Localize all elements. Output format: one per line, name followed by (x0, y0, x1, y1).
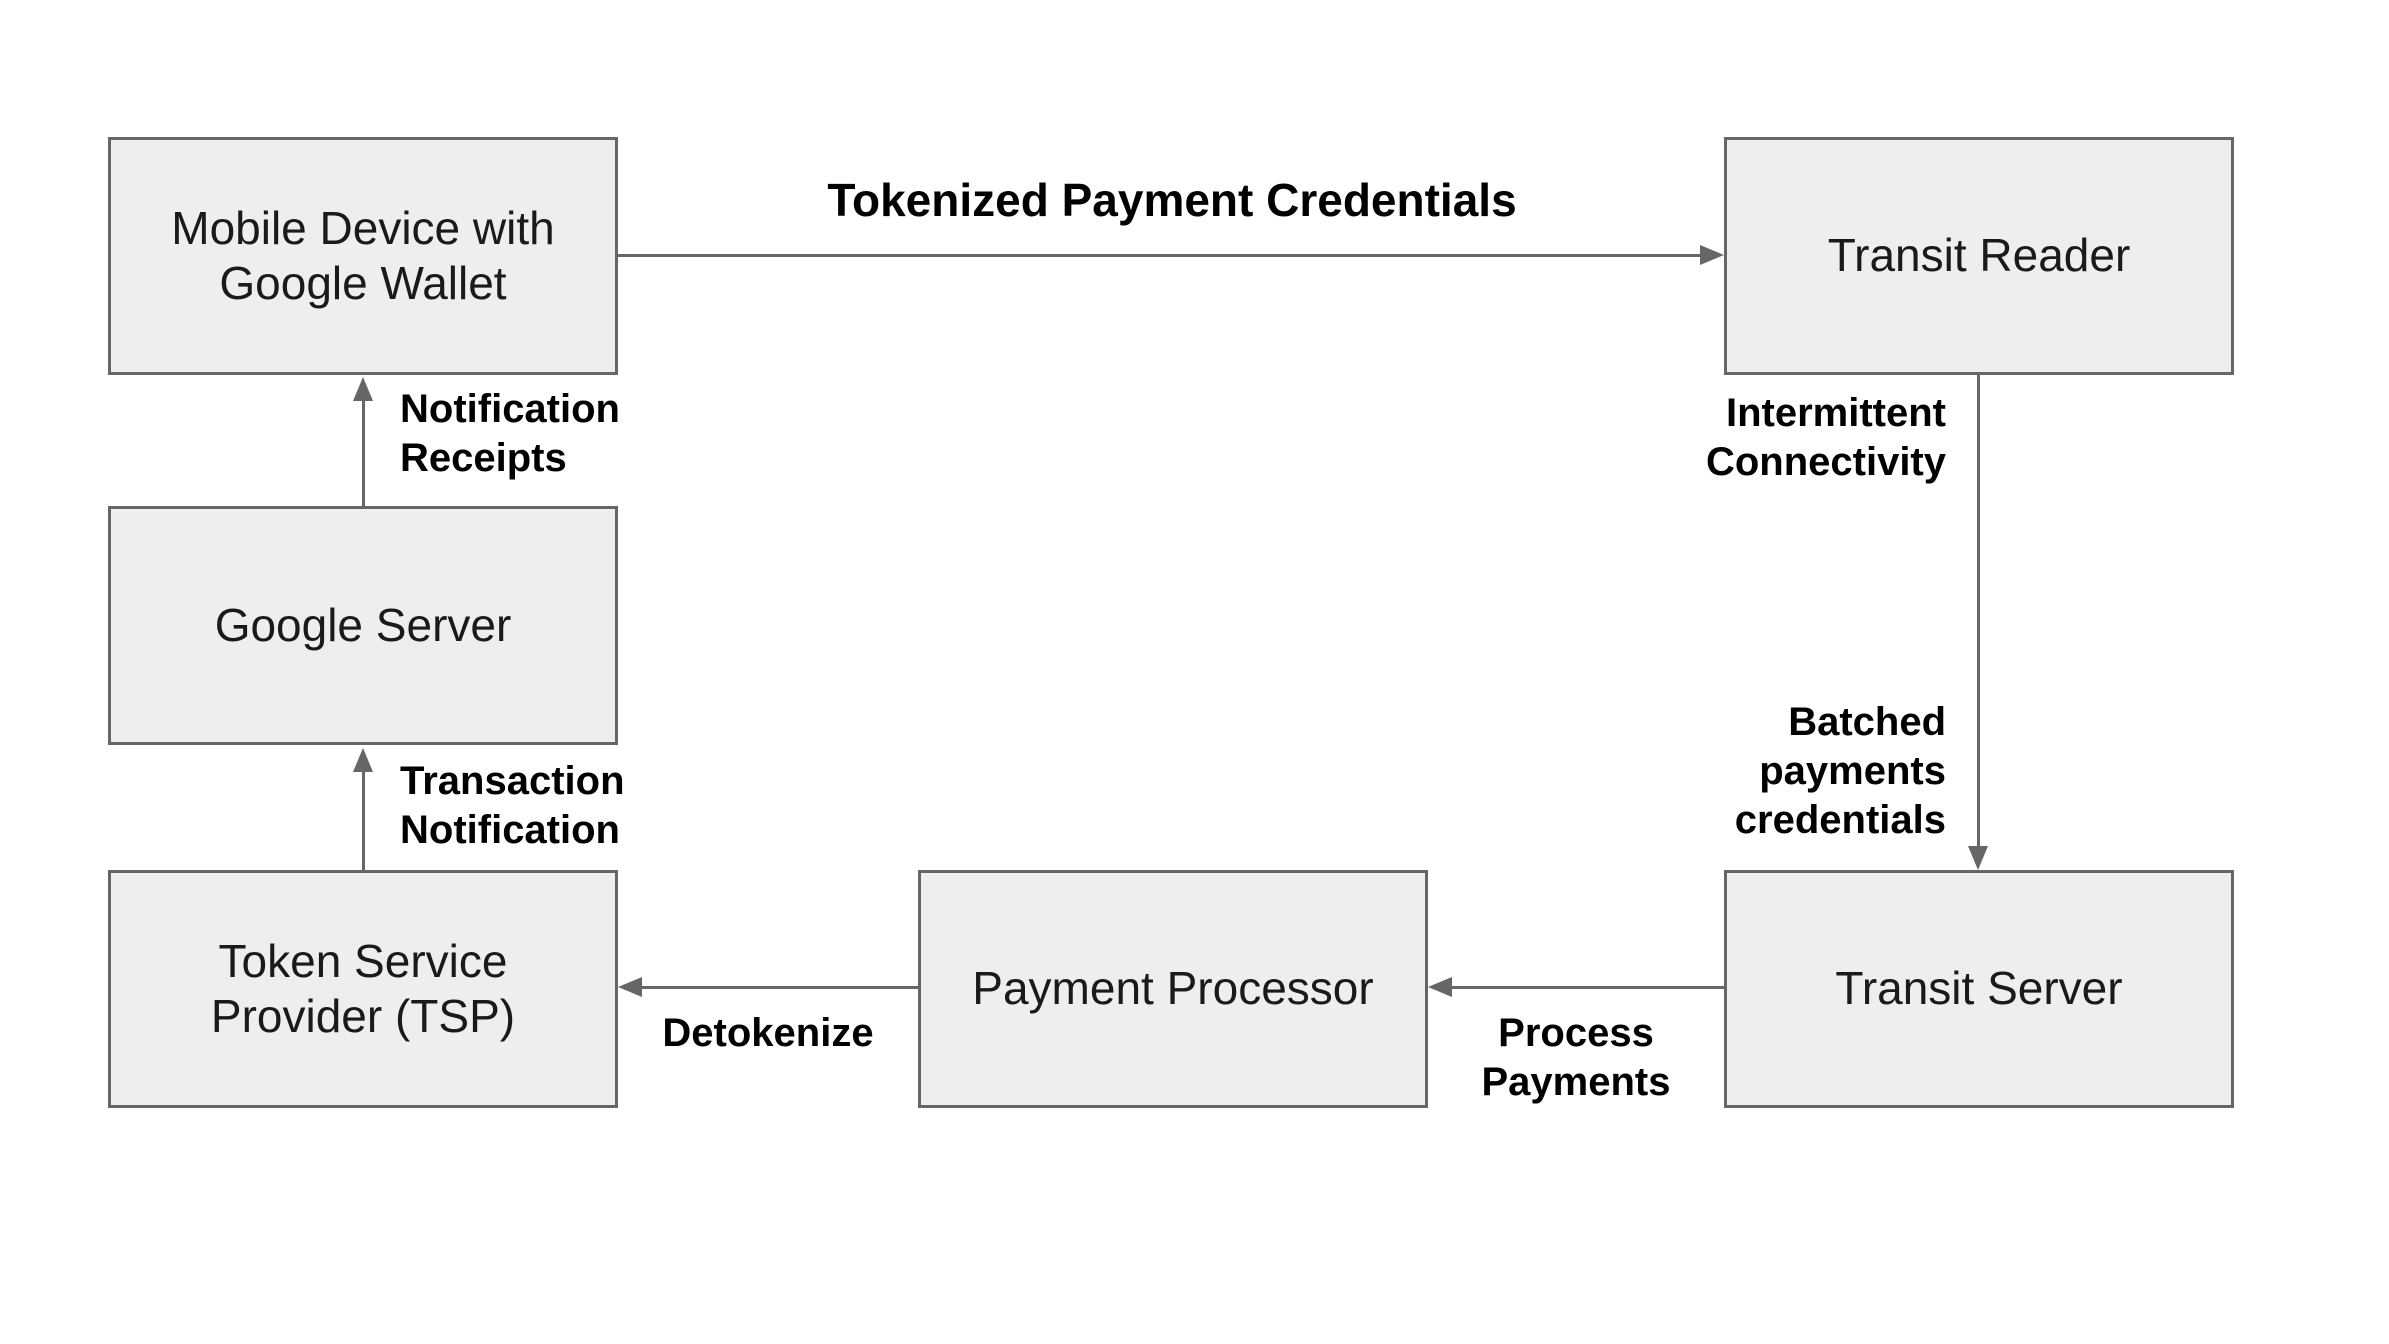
arrowhead-down-icon (1968, 846, 1988, 870)
node-transit-reader: Transit Reader (1724, 137, 2234, 375)
label-batched-payments-credentials: Batched payments credentials (1734, 700, 1946, 842)
arrowhead-left-icon (618, 977, 642, 997)
transaction-notification-line (362, 770, 365, 870)
label-transaction-notification: Transaction Notification (400, 759, 625, 852)
arrowhead-right-icon (1700, 245, 1724, 265)
label-intermittent-connectivity: Intermittent Connectivity (1705, 391, 1946, 484)
node-token-service-provider: Token Service Provider (TSP) (108, 870, 618, 1108)
label-detokenize: Detokenize (662, 1011, 874, 1055)
label-tokenized-payment-credentials: Tokenized Payment Credentials (827, 174, 1517, 226)
label-notification-receipts: Notification Receipts (400, 387, 620, 480)
label-process-payments: Process Payments (1481, 1011, 1671, 1104)
detokenize-line (642, 986, 918, 989)
arrowhead-left-icon (1428, 977, 1452, 997)
arrowhead-up-icon (353, 377, 373, 401)
notification-receipts-line (362, 399, 365, 506)
tokenized-credentials-line (618, 254, 1700, 257)
node-mobile-device-google-wallet: Mobile Device with Google Wallet (108, 137, 618, 375)
arrowhead-up-icon (353, 748, 373, 772)
node-payment-processor: Payment Processor (918, 870, 1428, 1108)
reader-to-server-line (1977, 375, 1980, 848)
process-payments-line (1452, 986, 1724, 989)
node-google-server: Google Server (108, 506, 618, 745)
node-transit-server: Transit Server (1724, 870, 2234, 1108)
